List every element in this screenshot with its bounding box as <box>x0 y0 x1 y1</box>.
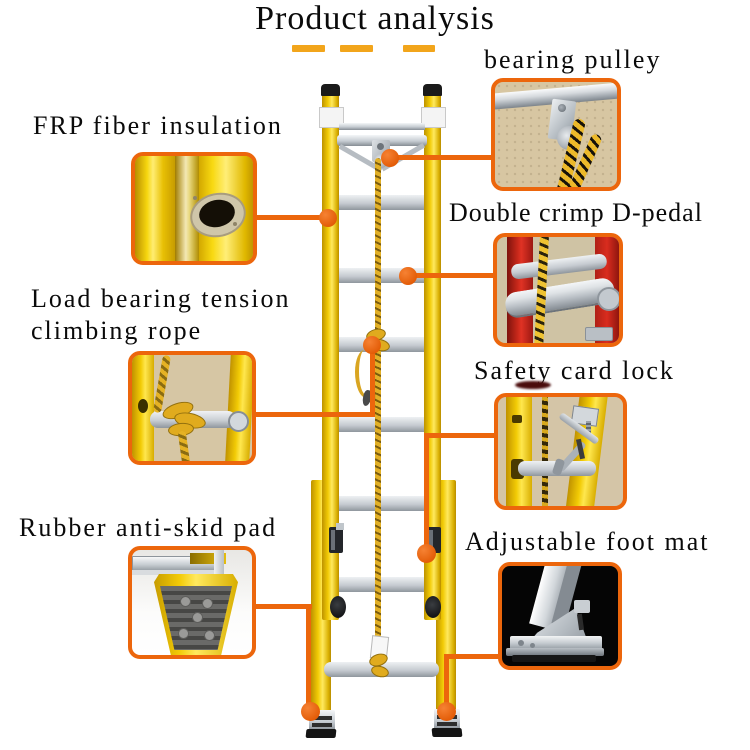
footmat-bolt <box>530 643 535 648</box>
dpedal-plate <box>585 327 613 341</box>
footmat-slot <box>576 613 585 631</box>
foot-tread <box>305 729 337 738</box>
connector-line-lock <box>424 433 496 438</box>
pad-top-channel2 <box>132 570 218 575</box>
label-pulley: bearing pulley <box>484 45 662 74</box>
title-dash <box>403 45 435 52</box>
ladder-rung <box>324 496 439 511</box>
connector-line-pad <box>254 604 312 609</box>
connector-dot-rope <box>363 336 381 354</box>
connector-line-pulley <box>396 155 493 160</box>
pad-post <box>214 550 224 580</box>
detail-photo-pulley <box>491 78 621 191</box>
footmat-bolt-knob <box>574 600 590 613</box>
connector-line-rope <box>254 412 375 417</box>
label-lock: Safety card lock <box>474 356 675 385</box>
detail-photo-lock <box>494 393 627 510</box>
footmat-rubber-base <box>512 655 596 662</box>
ladder-rung <box>324 577 439 592</box>
label-pad: Rubber anti-skid pad <box>19 513 278 542</box>
connector-dot-foot <box>437 702 456 721</box>
foot-slot <box>312 716 332 720</box>
connector-dot-pulley <box>381 149 399 167</box>
foot-slot <box>437 722 457 726</box>
connector-line-dpedal <box>414 273 495 278</box>
title-dash <box>340 45 373 52</box>
label-dpedal: Double crimp D-pedal <box>449 198 703 227</box>
rail-end-cap <box>321 84 340 96</box>
dpedal-rung-end-cap <box>597 287 619 311</box>
connector-dot-dpedal <box>399 267 417 285</box>
frp-rivet <box>233 222 237 226</box>
detail-photo-frp <box>131 152 257 265</box>
connector-dot-frp <box>319 209 337 227</box>
pad-stud <box>180 596 191 607</box>
ropebox-rail-right <box>225 355 252 461</box>
pad-stud <box>202 598 213 609</box>
pad-stud <box>192 612 203 623</box>
connector-dot-lock <box>417 544 436 563</box>
ropebox-rung-end <box>228 411 249 432</box>
lock-spring <box>586 421 591 435</box>
lockbox-rope <box>542 397 548 506</box>
climbing-rope-lower <box>375 340 381 670</box>
rail-white-band <box>319 107 344 128</box>
foot-slot <box>312 723 332 727</box>
label-frp: FRP fiber insulation <box>33 111 283 140</box>
pulley-bolt <box>377 143 384 150</box>
lockbox-slot <box>512 415 522 423</box>
connector-dot-pad <box>301 702 320 721</box>
clamp-highlight <box>331 530 335 550</box>
pad-gold-bracket <box>190 553 226 564</box>
connector-line-foot <box>444 654 500 659</box>
label-lock-red-smudge <box>515 381 551 389</box>
label-foot: Adjustable foot mat <box>465 527 710 556</box>
frp-rivet <box>193 196 197 200</box>
detail-photo-foot <box>498 562 622 670</box>
ropebox-rope-tail <box>177 430 191 461</box>
lockbox-rail-left <box>506 397 532 506</box>
clamp-pin <box>336 523 344 530</box>
ropebox-rope-top <box>153 355 171 414</box>
ladder-rung <box>330 417 433 432</box>
rail-white-band <box>421 107 446 128</box>
ladder-rung <box>330 195 433 210</box>
connector-line-foot <box>444 654 449 706</box>
truss-bar <box>339 123 425 130</box>
pad-stud <box>178 628 189 639</box>
label-rope: Load bearing tension climbing rope <box>31 284 291 345</box>
caster-wheel-left <box>330 596 346 618</box>
page-title: Product analysis <box>255 0 495 37</box>
connector-line-rope <box>370 347 375 417</box>
connector-line-pad <box>306 604 311 706</box>
pulley-bolt-photo <box>558 104 566 112</box>
footmat-bolt <box>518 640 524 646</box>
detail-photo-rope <box>128 351 256 465</box>
connector-line-lock <box>424 433 429 550</box>
detail-photo-dpedal <box>493 233 623 347</box>
frp-rail-left <box>135 156 175 261</box>
connector-line-frp <box>255 215 320 220</box>
climbing-rope-upper <box>375 158 381 340</box>
clamp-highlight <box>429 530 433 550</box>
ropebox-rail-hole <box>138 399 148 413</box>
detail-photo-pad <box>128 546 256 659</box>
caster-wheel-right <box>425 596 441 618</box>
title-dash <box>292 45 325 52</box>
pad-foot <box>154 574 238 655</box>
foot-tread <box>431 728 463 737</box>
pad-stud <box>204 630 215 641</box>
rail-end-cap <box>423 84 442 96</box>
footmat-base-lip <box>506 648 604 656</box>
